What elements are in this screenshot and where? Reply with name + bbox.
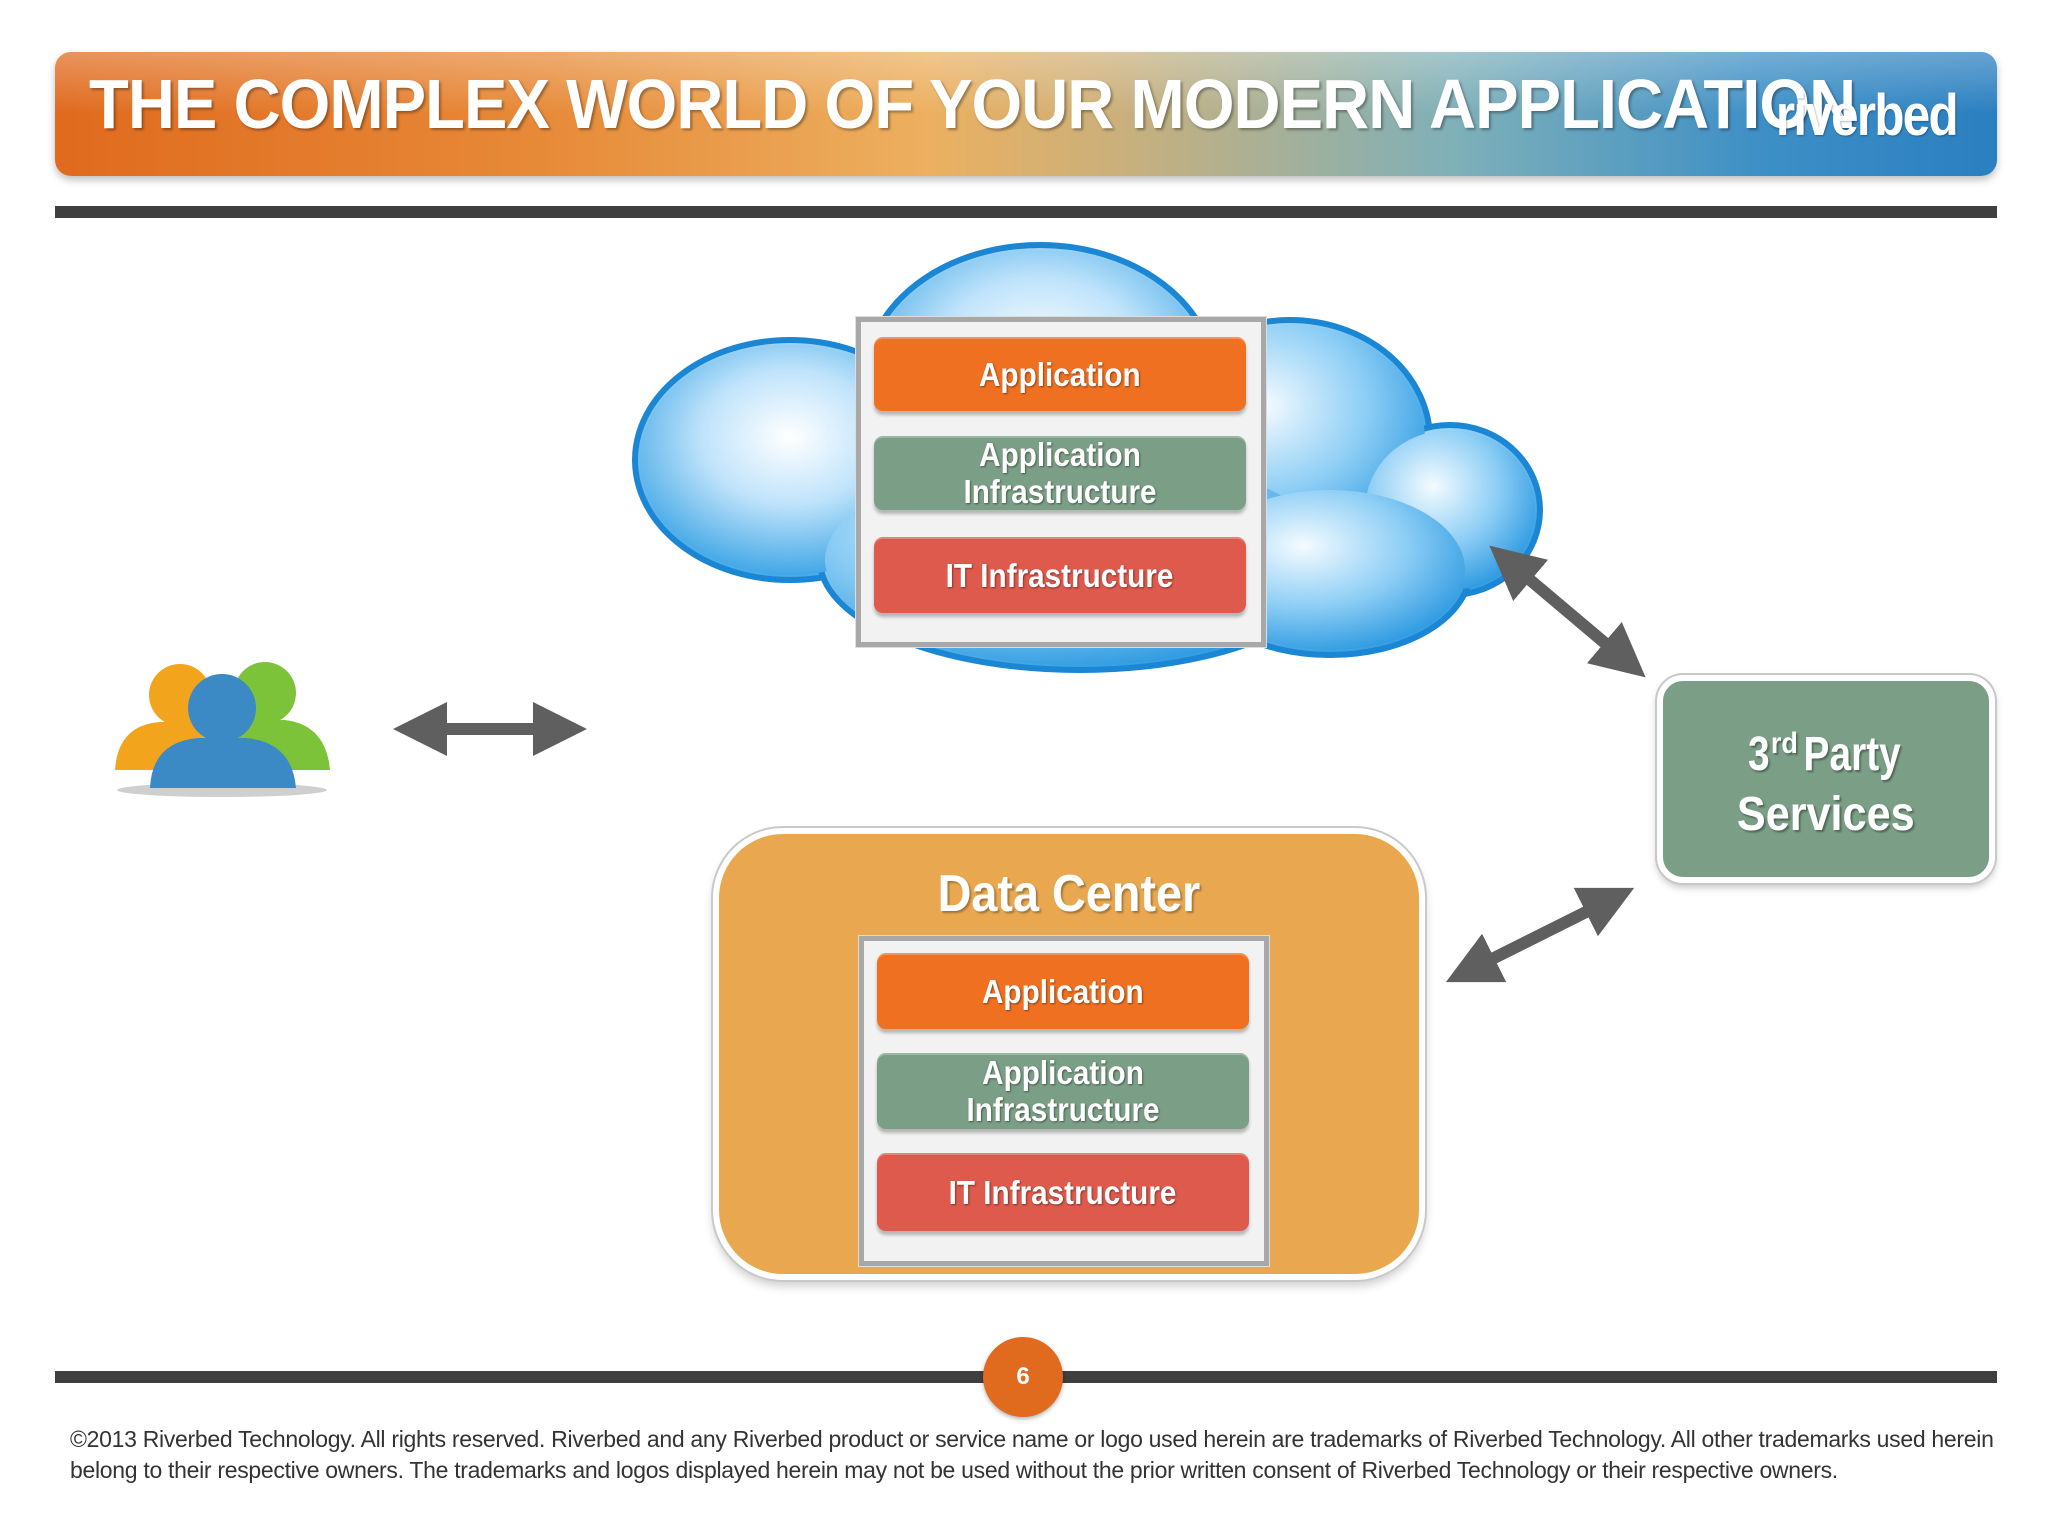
cloud-layer-application: Application: [874, 337, 1246, 411]
riverbed-logo: riverbed: [1776, 83, 1959, 148]
third-party-line2: Services: [1737, 788, 1915, 841]
cloud-layer-app-infrastructure: Application Infrastructure: [874, 436, 1246, 510]
cloud-thirdparty-arrow: [1489, 545, 1646, 678]
title-banner: THE COMPLEX WORLD OF YOUR MODERN APPLICA…: [55, 52, 1997, 176]
third-party-line1: 3rd Party: [1747, 727, 1901, 781]
third-party-services-box: 3rd Party Services: [1657, 675, 1995, 883]
cloud-layer-it-infrastructure: IT Infrastructure: [874, 537, 1246, 613]
data-center-box: Data Center Application Application Infr…: [713, 828, 1425, 1280]
cloud-stack: Application Application Infrastructure I…: [856, 317, 1266, 647]
banner-shine: [55, 52, 1997, 114]
datacenter-thirdparty-arrow: [1445, 887, 1635, 983]
data-center-stack: Application Application Infrastructure I…: [859, 936, 1269, 1266]
page-title: THE COMPLEX WORLD OF YOUR MODERN APPLICA…: [89, 65, 1856, 143]
dc-layer-app-infrastructure: Application Infrastructure: [877, 1053, 1249, 1129]
top-divider: [55, 206, 1997, 218]
dc-layer-it-infrastructure: IT Infrastructure: [877, 1153, 1249, 1231]
data-center-title: Data Center: [937, 865, 1201, 923]
copyright-footer: ©2013 Riverbed Technology. All rights re…: [70, 1426, 1994, 1483]
dc-layer-application: Application: [877, 953, 1249, 1029]
page-number: 6: [983, 1337, 1063, 1417]
